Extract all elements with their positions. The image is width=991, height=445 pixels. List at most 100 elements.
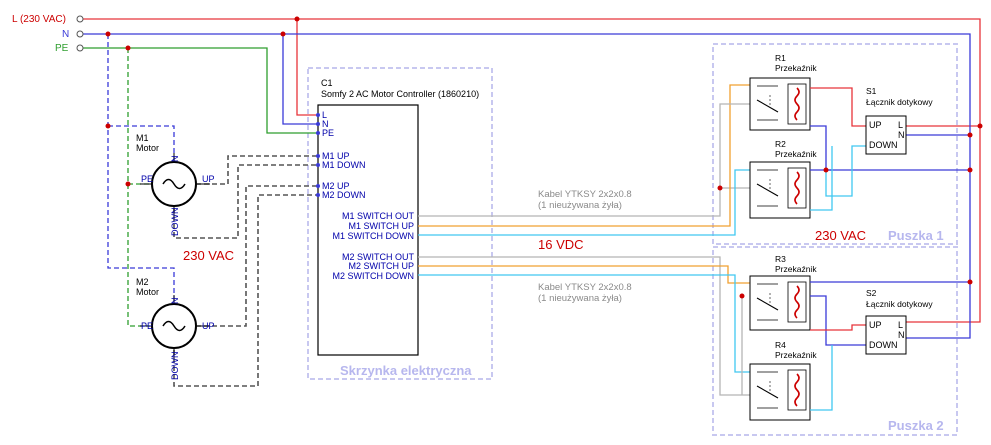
neutral-rail bbox=[82, 33, 971, 339]
s1-l: L bbox=[898, 120, 903, 130]
controller-ref: C1 bbox=[321, 78, 333, 88]
controller-box bbox=[317, 104, 419, 356]
pin-m1-down: M1 DOWN bbox=[322, 160, 366, 170]
neutral-terminal bbox=[76, 30, 84, 38]
m2-pin-up: UP bbox=[202, 321, 215, 331]
s2-name: Łącznik dotykowy bbox=[866, 299, 933, 309]
box1-label: Puszka 1 bbox=[888, 228, 944, 243]
cable1-name: Kabel YTKSY 2x2x0.8 bbox=[538, 189, 632, 200]
supply-junctions bbox=[105, 16, 300, 187]
pin-pe: PE bbox=[322, 128, 334, 138]
m1-ref: M1 bbox=[136, 133, 149, 143]
box1-voltage: 230 VAC bbox=[815, 228, 866, 243]
m2-neutral bbox=[107, 34, 175, 302]
motor-wires bbox=[173, 155, 318, 387]
junction-dot bbox=[967, 167, 973, 173]
pin-m2-down: M2 DOWN bbox=[322, 190, 366, 200]
box2-wiring bbox=[810, 281, 970, 411]
relay-common-links bbox=[719, 103, 750, 395]
cable2-name: Kabel YTKSY 2x2x0.8 bbox=[538, 282, 632, 293]
r3-ref: R3 bbox=[775, 254, 786, 264]
box2-label: Puszka 2 bbox=[888, 418, 944, 433]
box1-outline bbox=[712, 43, 958, 245]
pin-m1-switch-down: M1 SWITCH DOWN bbox=[333, 231, 415, 241]
pin-m2-switch-down: M2 SWITCH DOWN bbox=[333, 271, 415, 281]
neutral-to-controller bbox=[282, 34, 318, 125]
s2-down: DOWN bbox=[869, 340, 898, 350]
junction-dot bbox=[967, 132, 973, 138]
s1-down: DOWN bbox=[869, 140, 898, 150]
earth-rail bbox=[82, 47, 318, 134]
junction-dot bbox=[717, 185, 723, 191]
cable1-note: (1 nieużywana żyła) bbox=[538, 200, 622, 211]
m1-pin-n: N bbox=[170, 156, 180, 163]
m1-pin-down: DOWN bbox=[170, 208, 180, 237]
signal-voltage-label: 16 VDC bbox=[538, 237, 584, 252]
m1-neutral bbox=[108, 125, 175, 161]
s2-up: UP bbox=[869, 320, 882, 330]
line-label: L (230 VAC) bbox=[12, 14, 66, 25]
pin-m2-switch-out: M2 SWITCH OUT bbox=[342, 252, 414, 262]
s1-n: N bbox=[898, 130, 905, 140]
junction-dot bbox=[739, 293, 745, 299]
m2-pin-down: DOWN bbox=[170, 352, 180, 381]
m1-pin-up: UP bbox=[202, 174, 215, 184]
r2-name: Przekaźnik bbox=[775, 149, 817, 159]
s1-up: UP bbox=[869, 120, 882, 130]
cable2-note: (1 nieużywana żyła) bbox=[538, 293, 622, 304]
earth-label: PE bbox=[55, 43, 69, 54]
junction-dot bbox=[977, 123, 983, 129]
line-rail bbox=[82, 18, 981, 323]
coil-icon bbox=[794, 171, 800, 205]
coil-icon bbox=[794, 87, 800, 121]
junction-dot bbox=[967, 279, 973, 285]
junction-dot bbox=[823, 167, 829, 173]
m2-pin-n: N bbox=[170, 298, 180, 305]
s2-l: L bbox=[898, 320, 903, 330]
enclosure-box bbox=[307, 67, 493, 380]
pin-m1-up: M1 UP bbox=[322, 151, 350, 161]
pin-m1-switch-out: M1 SWITCH OUT bbox=[342, 211, 414, 221]
earth-terminal bbox=[76, 44, 84, 52]
s1-name: Łącznik dotykowy bbox=[866, 97, 933, 107]
box2-outline bbox=[712, 246, 958, 436]
r3-name: Przekaźnik bbox=[775, 264, 817, 274]
m2-pin-pe: PE bbox=[141, 321, 153, 331]
controller-name: Somfy 2 AC Motor Controller (1860210) bbox=[321, 89, 479, 99]
switch-s2-box bbox=[865, 315, 907, 355]
m2-name: Motor bbox=[136, 287, 159, 297]
m1-pin-pe: PE bbox=[141, 174, 153, 184]
relay-r4 bbox=[749, 363, 811, 421]
relay-r1 bbox=[749, 77, 811, 131]
box1-wiring bbox=[810, 87, 970, 211]
r2-ref: R2 bbox=[775, 139, 786, 149]
switch-s1-box bbox=[865, 115, 907, 155]
r1-ref: R1 bbox=[775, 53, 786, 63]
pin-m1-switch-up: M1 SWITCH UP bbox=[348, 221, 414, 231]
relay-r3 bbox=[749, 275, 811, 331]
pin-n: N bbox=[322, 119, 329, 129]
controller-pins bbox=[316, 113, 320, 197]
enclosure-label: Skrzynka elektryczna bbox=[340, 363, 472, 378]
coil-icon bbox=[794, 285, 800, 319]
control-cables bbox=[418, 84, 750, 396]
r4-name: Przekaźnik bbox=[775, 350, 817, 360]
motor-m2 bbox=[140, 295, 210, 358]
motor-m1 bbox=[140, 153, 210, 216]
coil-icon bbox=[794, 373, 800, 407]
r1-name: Przekaźnik bbox=[775, 63, 817, 73]
motor-voltage-label: 230 VAC bbox=[183, 248, 234, 263]
line-terminal bbox=[76, 15, 84, 23]
ac-symbol-icon bbox=[162, 178, 186, 190]
pin-m2-up: M2 UP bbox=[322, 181, 350, 191]
r4-ref: R4 bbox=[775, 340, 786, 350]
line-to-controller bbox=[296, 19, 318, 116]
m2-ref: M2 bbox=[136, 277, 149, 287]
s1-ref: S1 bbox=[866, 86, 877, 96]
relay-r2 bbox=[749, 161, 811, 219]
pin-l: L bbox=[322, 110, 327, 120]
ac-symbol-icon bbox=[162, 320, 186, 332]
neutral-label: N bbox=[62, 29, 69, 40]
